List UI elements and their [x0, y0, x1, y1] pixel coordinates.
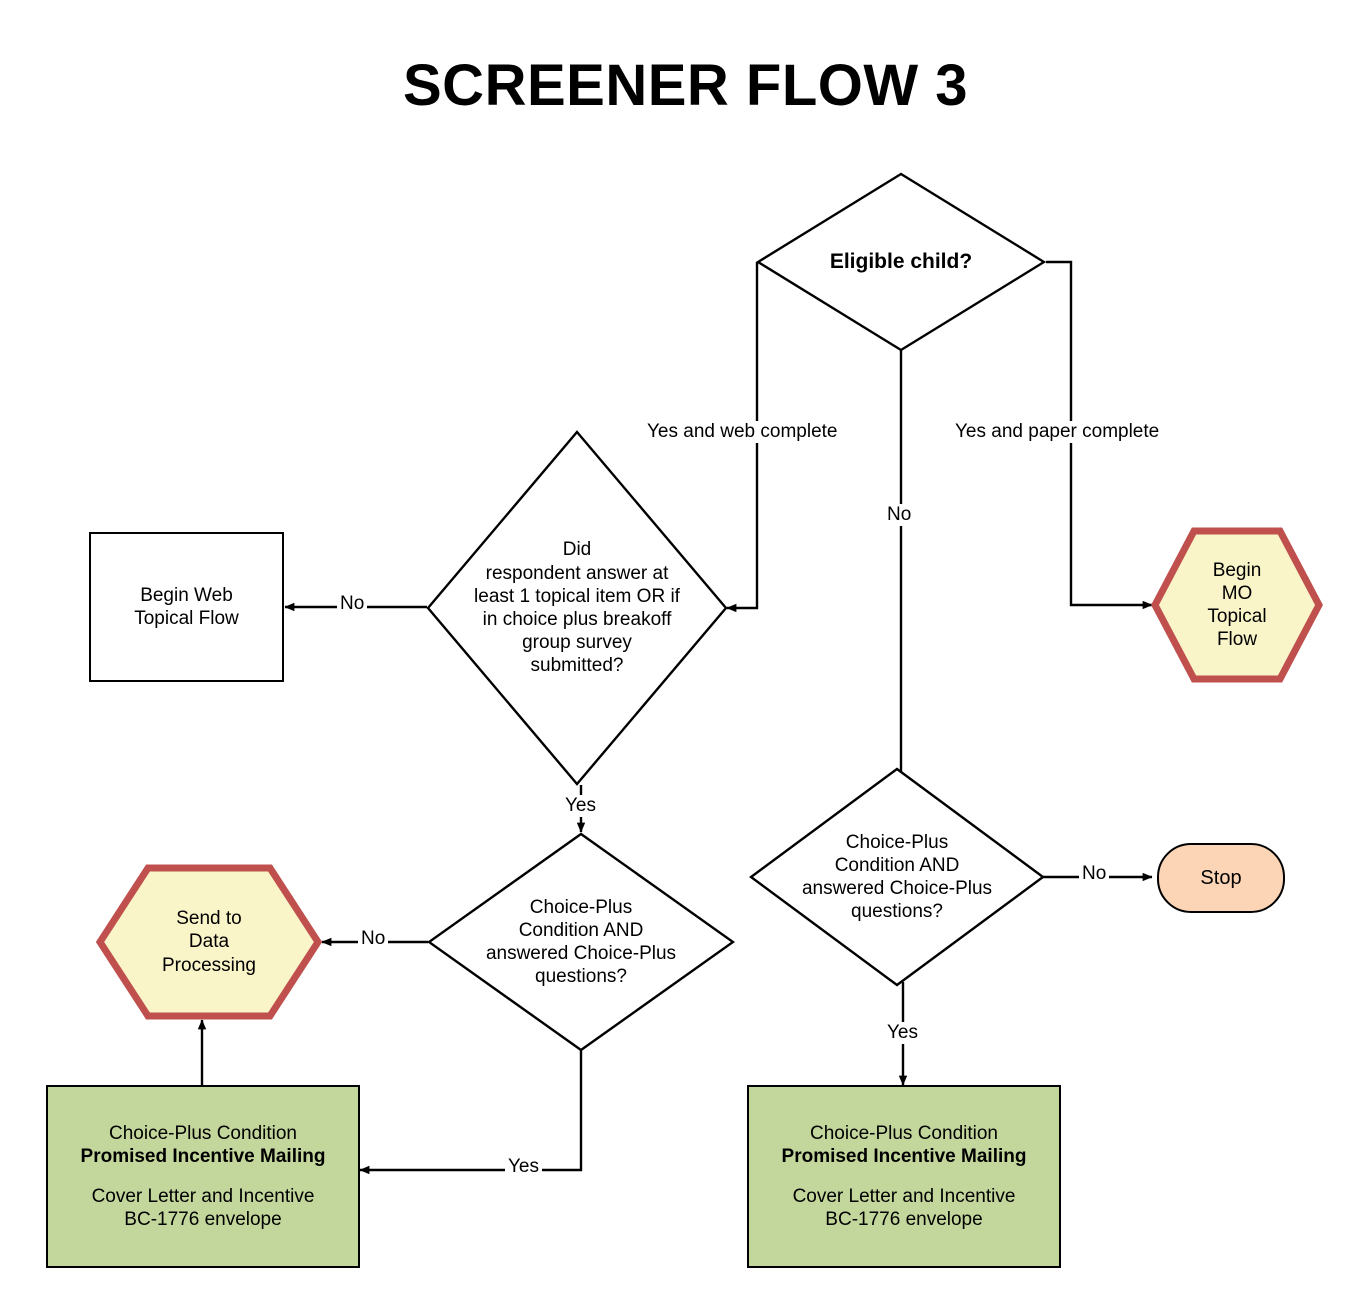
edge-label-yes-and-paper-complete: Yes and paper complete: [952, 421, 1163, 443]
node-choice-plus-right-line1: Choice-Plus: [845, 831, 949, 853]
edge-label-yes-to-mailing-left: Yes: [505, 1156, 542, 1178]
node-incentive-mailing-right[interactable]: Choice-Plus Condition Promised Incentive…: [747, 1085, 1061, 1268]
edge-label-no-to-data-processing: No: [358, 928, 389, 950]
page-title: SCREENER FLOW 3: [403, 53, 968, 118]
edge-label-no-from-eligible: No: [884, 504, 915, 526]
edge-eligible-yes-web: [726, 262, 759, 613]
node-did-respondent-answer-line2: respondent answer at: [485, 562, 669, 584]
node-begin-web-topical-flow-line2: Topical Flow: [134, 608, 239, 629]
node-begin-mo-topical-flow-line1: Begin: [1212, 559, 1262, 581]
node-incentive-mailing-left-line2: Promised Incentive Mailing: [80, 1146, 326, 1168]
node-choice-plus-right[interactable]: Choice-Plus Condition AND answered Choic…: [749, 767, 1045, 987]
edge-label-yes-and-web-complete: Yes and web complete: [644, 421, 841, 443]
node-begin-mo-topical-flow-line4: Flow: [1216, 629, 1258, 651]
node-send-to-data-processing-line1: Send to: [176, 908, 242, 930]
node-choice-plus-left-line2: Condition AND: [518, 919, 644, 941]
node-incentive-mailing-right-line1: Choice-Plus Condition: [810, 1123, 998, 1145]
node-choice-plus-right-line2: Condition AND: [834, 854, 960, 876]
node-eligible-child-label: Eligible child?: [829, 250, 973, 274]
node-send-to-data-processing-line2: Data: [188, 931, 230, 953]
node-choice-plus-left-line4: questions?: [535, 966, 627, 988]
node-incentive-mailing-left[interactable]: Choice-Plus Condition Promised Incentive…: [46, 1085, 360, 1268]
node-eligible-child[interactable]: Eligible child?: [756, 172, 1046, 352]
text-spacer: [48, 1169, 358, 1185]
node-send-to-data-processing-line3: Processing: [162, 954, 256, 976]
node-stop[interactable]: Stop: [1157, 843, 1285, 913]
node-choice-plus-left[interactable]: Choice-Plus Condition AND answered Choic…: [427, 832, 735, 1052]
node-incentive-mailing-right-line2: Promised Incentive Mailing: [781, 1146, 1027, 1168]
node-choice-plus-left-line1: Choice-Plus: [529, 896, 633, 918]
node-send-to-data-processing[interactable]: Send to Data Processing: [96, 864, 322, 1020]
edge-label-no-to-stop: No: [1079, 863, 1110, 885]
text-spacer: [749, 1169, 1059, 1185]
node-choice-plus-right-line4: questions?: [851, 901, 943, 923]
node-did-respondent-answer-line6: submitted?: [530, 655, 624, 677]
node-begin-mo-topical-flow[interactable]: Begin MO Topical Flow: [1151, 527, 1323, 683]
node-did-respondent-answer-line4: in choice plus breakoff: [482, 609, 672, 630]
node-choice-plus-right-line3: answered Choice-Plus: [801, 878, 993, 899]
edge-label-yes-to-choice-plus-left: Yes: [562, 795, 599, 817]
edge-cpleft-yes: [359, 1050, 583, 1175]
node-incentive-mailing-left-line1: Choice-Plus Condition: [109, 1123, 297, 1145]
node-incentive-mailing-left-line4: BC-1776 envelope: [124, 1208, 282, 1230]
node-begin-mo-topical-flow-line3: Topical: [1207, 606, 1267, 627]
node-choice-plus-left-line3: answered Choice-Plus: [485, 943, 677, 964]
node-did-respondent-answer-line3: least 1 topical item OR if: [474, 585, 680, 607]
node-begin-web-topical-flow[interactable]: Begin Web Topical Flow: [89, 532, 284, 682]
node-stop-label: Stop: [1200, 866, 1242, 889]
node-incentive-mailing-right-line4: BC-1776 envelope: [825, 1208, 983, 1230]
node-did-respondent-answer[interactable]: Did respondent answer at least 1 topical…: [426, 430, 728, 786]
node-begin-web-topical-flow-line1: Begin Web: [140, 584, 233, 606]
node-did-respondent-answer-line1: Did: [562, 539, 592, 561]
node-begin-mo-topical-flow-line2: MO: [1221, 582, 1253, 604]
node-incentive-mailing-right-line3: Cover Letter and Incentive: [792, 1185, 1016, 1207]
edge-label-yes-to-mailing-right: Yes: [884, 1022, 921, 1044]
node-incentive-mailing-left-line3: Cover Letter and Incentive: [91, 1185, 315, 1207]
edge-label-no-to-web-topical: No: [337, 593, 368, 615]
node-did-respondent-answer-line5: group survey: [522, 632, 632, 654]
